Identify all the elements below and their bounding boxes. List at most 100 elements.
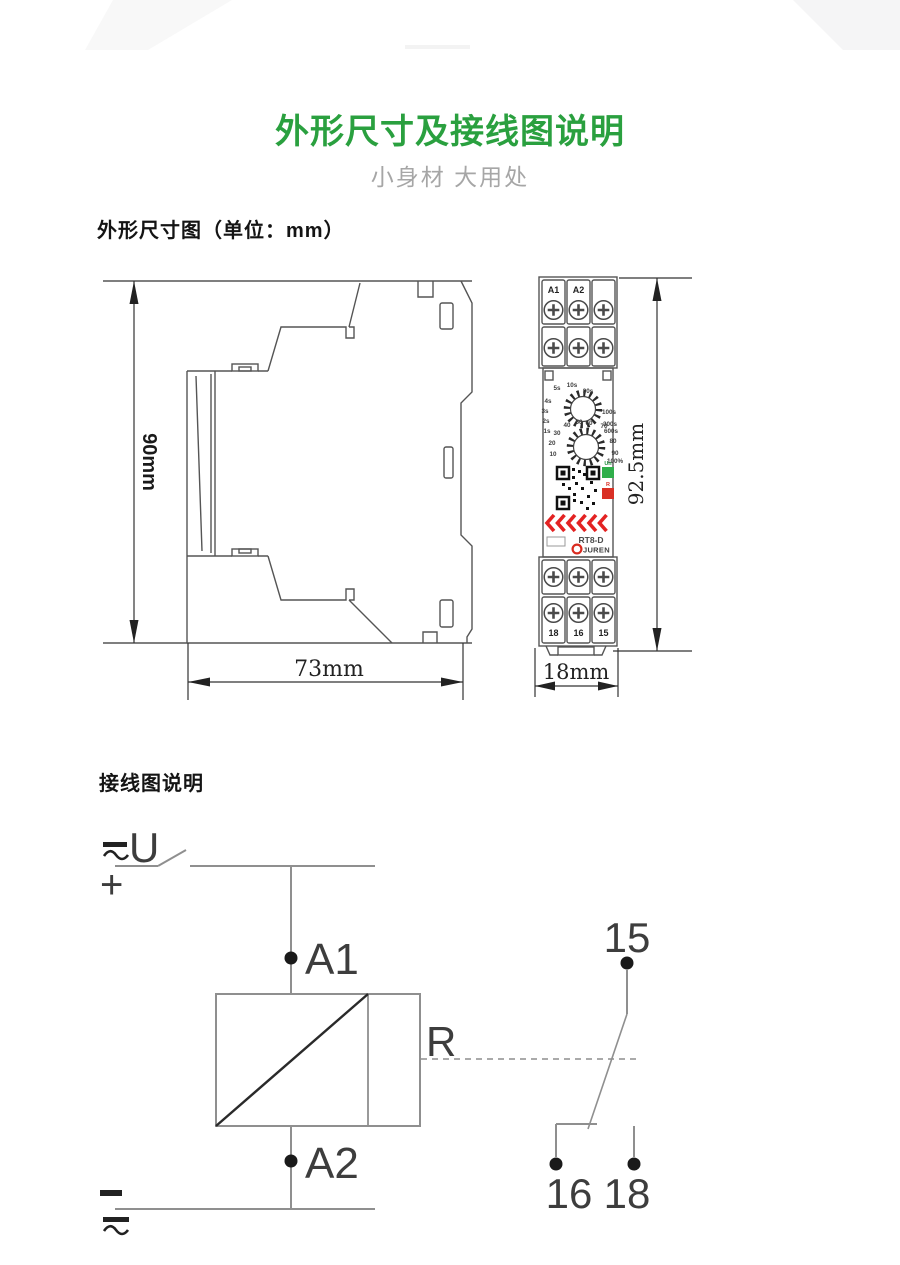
screw-icon (542, 602, 565, 624)
dial-label-100s: 100s (602, 409, 617, 416)
terminal-label-18: 18 (548, 628, 558, 638)
contact-branch: 15 16 18 (546, 914, 651, 1217)
qr-code (555, 465, 601, 511)
dial-label-4s: 4s (544, 398, 552, 405)
chevron-icons (544, 513, 608, 533)
dial-label-5s: 5s (553, 385, 561, 392)
coil-terminal-a1: A1 (305, 935, 359, 984)
dimension-drawing: 90mm 73mm A1 A2 (103, 276, 692, 700)
deco-mid-shape (405, 45, 470, 49)
front-top-terminal-block: A1 A2 (538, 276, 618, 369)
contact-blade (587, 1013, 628, 1130)
deco-right-shape (793, 0, 900, 50)
brand-logo-icon (571, 543, 583, 555)
side-height-dimension: 90mm (129, 281, 160, 643)
dial-label-30s: 30s (583, 388, 594, 395)
front-height-label: 92.5mm (624, 423, 648, 505)
led-green (602, 467, 614, 478)
terminal-label-a1: A1 (548, 285, 560, 295)
dial-label-30: 30 (553, 430, 561, 437)
brand-logo: JUREN (571, 543, 610, 555)
coil-branch: A1 R A2 (115, 866, 640, 1210)
dial-label-600s: 600s (604, 428, 619, 435)
supply-top: U + (100, 824, 375, 907)
page-title: 外形尺寸及接线图说明 (275, 113, 625, 151)
contact-dot-15 (620, 956, 634, 970)
voltage-label: U (129, 824, 159, 871)
relay-coil-box (215, 993, 421, 1127)
side-view-drawing: 90mm 73mm (103, 280, 473, 700)
screw-icon (542, 299, 565, 321)
side-width-dimension: 73mm (187, 643, 464, 700)
page-subtitle: 小身材 大用处 (370, 164, 530, 190)
dial-label-3s: 3s (541, 408, 549, 415)
led-red-label: R (606, 482, 610, 488)
coil-diagonal (215, 993, 369, 1127)
coil-terminal-a2: A2 (305, 1139, 359, 1188)
side-height-label: 90mm (138, 433, 160, 491)
contact-label-16: 16 (546, 1170, 593, 1217)
contact-dot-16 (549, 1157, 563, 1171)
dial-label-40: 40 (563, 422, 571, 429)
polarity-plus: + (100, 863, 123, 907)
screw-icon (567, 602, 590, 624)
screw-icon (567, 566, 590, 588)
screw-icon (592, 337, 615, 359)
dimension-section-heading: 外形尺寸图（单位：mm） (97, 220, 345, 242)
led-indicators: Un R (602, 461, 614, 499)
front-height-dimension: 92.5mm (613, 277, 692, 652)
terminal-label-15: 15 (598, 628, 608, 638)
front-width-dimension: 18mm (534, 648, 619, 697)
dial-label-10s: 10s (567, 382, 578, 389)
acdc-symbol-top (103, 842, 127, 847)
dial-label-80: 80 (609, 438, 617, 445)
deco-left-shape (85, 0, 232, 50)
top-decoration (85, 0, 900, 50)
screw-icon (567, 299, 590, 321)
time-range-dial: 1s 2s 3s 4s 5s 10s 30s 100s 300s 600s (541, 382, 618, 435)
dial-label-60: 60 (585, 420, 593, 427)
contact-label-15: 15 (604, 914, 651, 961)
wiring-diagram: U + A1 R A2 15 (100, 824, 651, 1236)
switch-symbol (115, 849, 187, 867)
acdc-symbol-bottom (103, 1217, 129, 1222)
dial-label-10: 10 (549, 451, 557, 458)
blank-label-box (546, 536, 566, 547)
side-width-label: 73mm (294, 657, 364, 682)
dial-label-1s: 1s (543, 428, 551, 435)
junction-dot-a2 (284, 1154, 298, 1168)
led-green-label: Un (604, 461, 612, 467)
screw-icon (592, 602, 615, 624)
screw-icon (567, 337, 590, 359)
screw-icon (542, 566, 565, 588)
model-label: RT8-D (578, 535, 603, 545)
brand-name: JUREN (583, 546, 610, 555)
dial-label-2s: 2s (542, 418, 550, 425)
dial-label-20: 20 (548, 440, 556, 447)
polarity-minus (100, 1190, 122, 1196)
terminal-label-16: 16 (573, 628, 583, 638)
dial-label-100: 100% (607, 458, 624, 465)
dial-label-70: 70 (600, 423, 608, 430)
junction-dot-a1 (284, 951, 298, 965)
dial-label-90: 90 (611, 450, 619, 457)
acdc-tilde-bottom (102, 1224, 130, 1236)
front-width-label: 18mm (543, 660, 610, 684)
dial-label-50: 50 (575, 419, 583, 426)
front-bottom-terminal-block: 18 16 15 (538, 556, 618, 656)
supply-bottom (100, 1190, 130, 1236)
contact-dot-18 (627, 1157, 641, 1171)
front-view-drawing: A1 A2 1s (534, 276, 692, 697)
terminal-label-a2: A2 (573, 285, 585, 295)
screw-icon (592, 299, 615, 321)
screw-icon (592, 566, 615, 588)
contact-label-18: 18 (604, 1170, 651, 1217)
wiring-section-heading: 接线图说明 (99, 773, 204, 795)
dial-label-300s: 300s (603, 421, 618, 428)
front-face-panel: 1s 2s 3s 4s 5s 10s 30s 100s 300s 600s 10 (541, 367, 624, 558)
screw-icon (542, 337, 565, 359)
relay-label: R (426, 1018, 456, 1065)
led-red (602, 488, 614, 499)
acdc-tilde-top (102, 849, 130, 861)
